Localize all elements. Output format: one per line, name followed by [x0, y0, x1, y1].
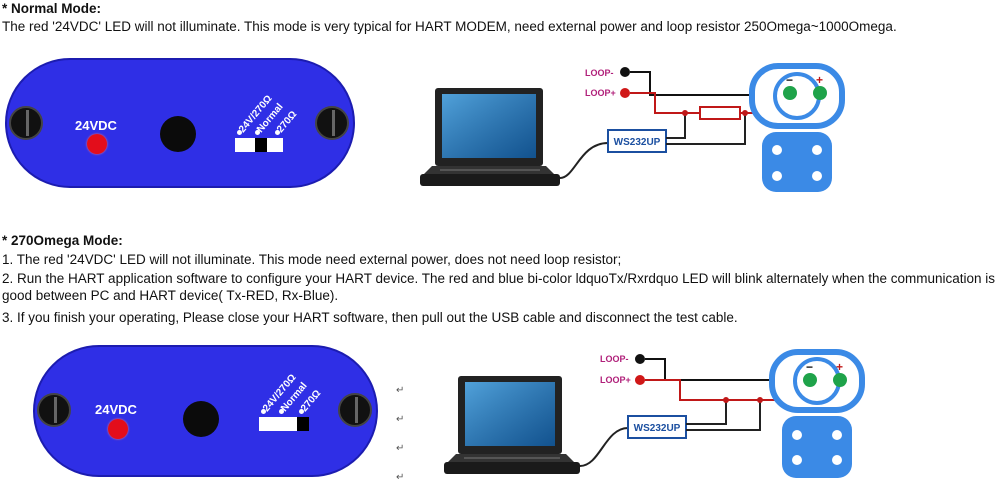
- screw-icon: [338, 393, 372, 427]
- return-mark-icon: ↵: [396, 414, 405, 425]
- screw-icon: [37, 393, 71, 427]
- omega-step-2: 2. Run the HART application software to …: [2, 271, 996, 303]
- mode-switch[interactable]: [235, 138, 283, 152]
- loop-plus-label: LOOP+: [585, 88, 616, 98]
- return-mark-icon: ↵: [396, 385, 405, 396]
- loop-resistor: [699, 106, 741, 120]
- hart-modem-device-270: 24VDC 24V/270Ω Normal 270Ω: [33, 345, 378, 477]
- modem-label: WS232UP: [614, 137, 661, 148]
- minus-label: −: [786, 73, 793, 87]
- transmitter-icon: − +: [769, 349, 865, 478]
- normal-mode-description: The red '24VDC' LED will not illuminate.…: [2, 19, 897, 34]
- plus-label: +: [836, 360, 843, 374]
- return-mark-icon: ↵: [396, 443, 405, 454]
- led-label: 24VDC: [95, 402, 137, 417]
- switch-slider: [255, 138, 267, 152]
- loop-minus-label: LOOP-: [585, 68, 614, 78]
- power-led-icon: [108, 419, 128, 439]
- wiring-diagram-270: WS232UP LOOP- LOOP+ − +: [444, 349, 865, 478]
- switch-dot: [237, 130, 242, 135]
- switch-dot: [275, 130, 280, 135]
- switch-slider: [297, 417, 309, 431]
- screw-icon: [315, 106, 349, 140]
- device-body: [33, 345, 378, 477]
- return-mark-icon: ↵: [396, 472, 405, 483]
- omega-step-3: 3. If you finish your operating, Please …: [2, 310, 738, 325]
- minus-label: −: [806, 360, 813, 374]
- modem-label: WS232UP: [634, 423, 681, 434]
- knob-icon: [160, 116, 196, 152]
- loop-minus-terminal: [635, 354, 645, 364]
- laptop-icon: [420, 88, 560, 186]
- modem-box: [627, 415, 687, 439]
- switch-dot: [299, 409, 304, 414]
- loop-plus-label: LOOP+: [600, 375, 631, 385]
- screw-icon: [9, 106, 43, 140]
- plus-label: +: [816, 73, 823, 87]
- omega-step-1: 1. The red '24VDC' LED will not illumina…: [2, 252, 622, 267]
- wiring-diagram-normal: WS232UP LOOP- LOOP+ − +: [420, 63, 845, 192]
- loop-plus-terminal: [635, 375, 645, 385]
- power-led-icon: [87, 134, 107, 154]
- normal-mode-heading: * Normal Mode:: [2, 1, 102, 16]
- laptop-icon: [444, 376, 580, 474]
- omega-mode-heading: * 270Omega Mode:: [2, 233, 123, 248]
- hart-modem-device-normal: 24VDC 24V/270Ω Normal 270Ω: [5, 58, 355, 188]
- led-label: 24VDC: [75, 118, 117, 133]
- knob-icon: [183, 401, 219, 437]
- loop-minus-label: LOOP-: [600, 354, 629, 364]
- switch-dot: [279, 409, 284, 414]
- transmitter-icon: − +: [749, 63, 845, 192]
- loop-plus-terminal: [620, 88, 630, 98]
- modem-box: [607, 129, 667, 153]
- switch-dot: [255, 130, 260, 135]
- switch-dot: [261, 409, 266, 414]
- mode-switch[interactable]: [259, 417, 309, 431]
- loop-minus-terminal: [620, 67, 630, 77]
